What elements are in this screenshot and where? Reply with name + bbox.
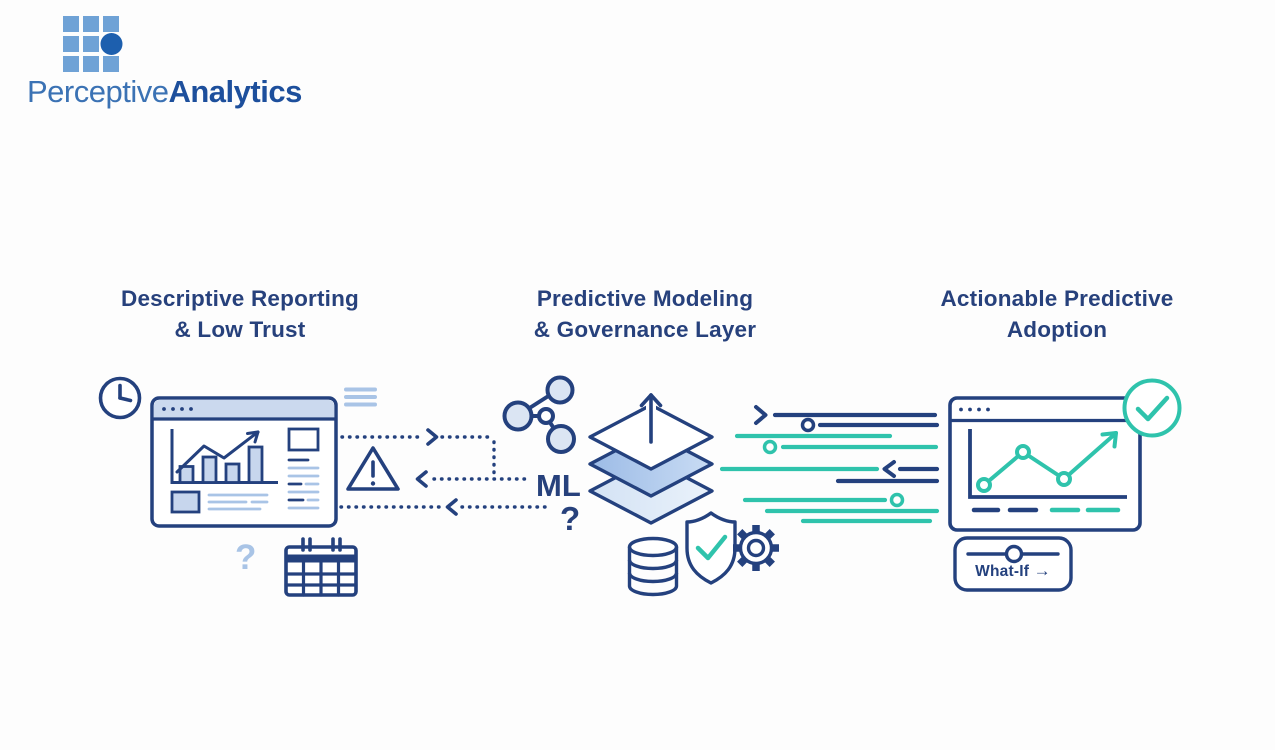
whatif-label-text: What-If bbox=[975, 563, 1030, 580]
whatif-label: What-If → bbox=[953, 561, 1073, 581]
stage-2-title: Predictive Modeling & Governance Layer bbox=[485, 283, 805, 345]
logo-text-perceptive: Perceptive bbox=[27, 74, 169, 109]
stage-3-title-line1: Actionable Predictive bbox=[940, 286, 1174, 311]
results-window bbox=[948, 396, 1144, 534]
logo-wordmark: PerceptiveAnalytics bbox=[27, 74, 302, 110]
middle-question-mark: ? bbox=[560, 500, 581, 537]
stage-2-title-line1: Predictive Modeling bbox=[536, 286, 754, 311]
logo-grid-icon bbox=[63, 16, 125, 78]
stage-3-title: Actionable Predictive Adoption bbox=[897, 283, 1217, 345]
ml-label: ML bbox=[536, 468, 581, 503]
data-stream-lines bbox=[713, 403, 965, 529]
whatif-arrow-icon: → bbox=[1033, 561, 1051, 580]
logo-text-analytics: Analytics bbox=[168, 74, 302, 109]
clock-icon bbox=[95, 373, 145, 423]
menu-lines-icon bbox=[344, 386, 380, 410]
check-circle-icon bbox=[1121, 377, 1185, 441]
share-network-icon bbox=[497, 375, 583, 463]
dotted-flow-arrows bbox=[338, 425, 610, 521]
stage-1-title: Descriptive Reporting & Low Trust bbox=[80, 283, 400, 345]
stage-1-title-line1: Descriptive Reporting bbox=[121, 286, 359, 311]
stage-1-title-line2: & Low Trust bbox=[174, 317, 306, 342]
shield-check-icon bbox=[681, 509, 741, 587]
gear-icon bbox=[728, 518, 784, 576]
stage-2-title-line2: & Governance Layer bbox=[533, 317, 757, 342]
stage-3-title-line2: Adoption bbox=[1006, 317, 1108, 342]
left-question-mark: ? bbox=[235, 538, 257, 577]
layers-up-arrow-icon bbox=[578, 384, 724, 536]
database-icon bbox=[622, 534, 686, 600]
calendar-icon bbox=[281, 534, 361, 600]
whatif-slider-control bbox=[953, 536, 1073, 592]
warning-triangle-icon bbox=[343, 443, 403, 495]
dashboard-window bbox=[150, 396, 338, 528]
